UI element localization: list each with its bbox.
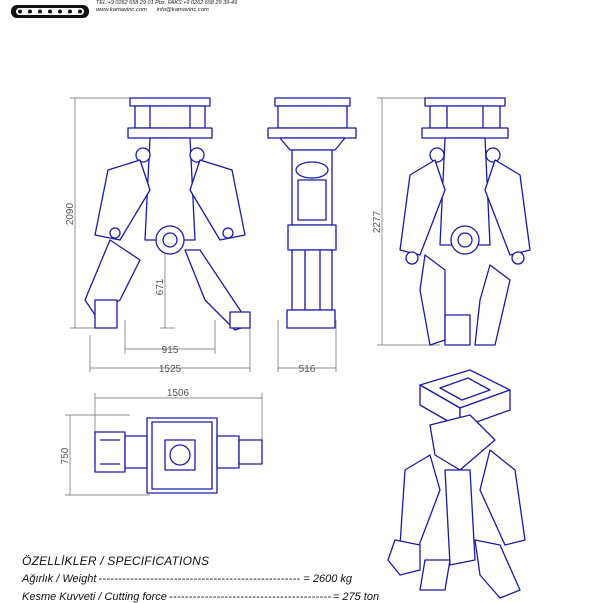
excavator-track-logo-icon [11,5,89,18]
spec-label: Ağırlık / Weight [22,573,97,585]
contact-email: info@kamavinc.com [156,7,209,13]
open-view [399,97,531,346]
dim-front-height: 2090 [65,202,76,225]
dim-jaw-height: 671 [155,278,166,295]
dim-jaw-width: 915 [162,345,179,356]
header: TEL:+9 0262 658 29 01 Pbx. FAKS:+9 0262 … [0,0,600,30]
contact-block: TEL:+9 0262 658 29 01 Pbx. FAKS:+9 0262 … [96,0,237,14]
side-view [267,97,357,329]
spec-row-weight: Ağırlık / Weight -----------------------… [22,573,352,585]
contact-web-email: www.kamavinc.com info@kamavinc.com [96,7,237,14]
dimension-labels: 2090 671 915 1525 516 2277 1506 750 [60,202,383,464]
spec-row-cutting-force: Kesme Kuvveti / Cutting force ----------… [22,591,379,603]
dimension-lines [65,97,440,496]
contact-phone: TEL:+9 0262 658 29 01 Pbx. FAKS:+9 0262 … [96,0,238,6]
spec-label: Kesme Kuvveti / Cutting force [22,591,167,603]
spec-leader: ----------------------------------------… [98,573,302,585]
dim-top-length: 1506 [167,388,190,399]
dim-side-width: 516 [299,364,316,375]
dim-top-width: 750 [60,447,71,464]
spec-value: = 275 ton [332,591,380,603]
spec-value: = 2600 kg [303,573,353,585]
spec-leader: ----------------------------------------… [168,591,331,603]
isometric-view [387,369,526,599]
dim-open-height: 2277 [372,210,383,233]
front-view [84,97,251,331]
contact-website: www.kamavinc.com [96,7,147,13]
dim-front-width: 1525 [159,364,182,375]
top-view [94,417,263,494]
specifications-title: ÖZELLİKLER / SPECIFICATIONS [22,554,210,568]
